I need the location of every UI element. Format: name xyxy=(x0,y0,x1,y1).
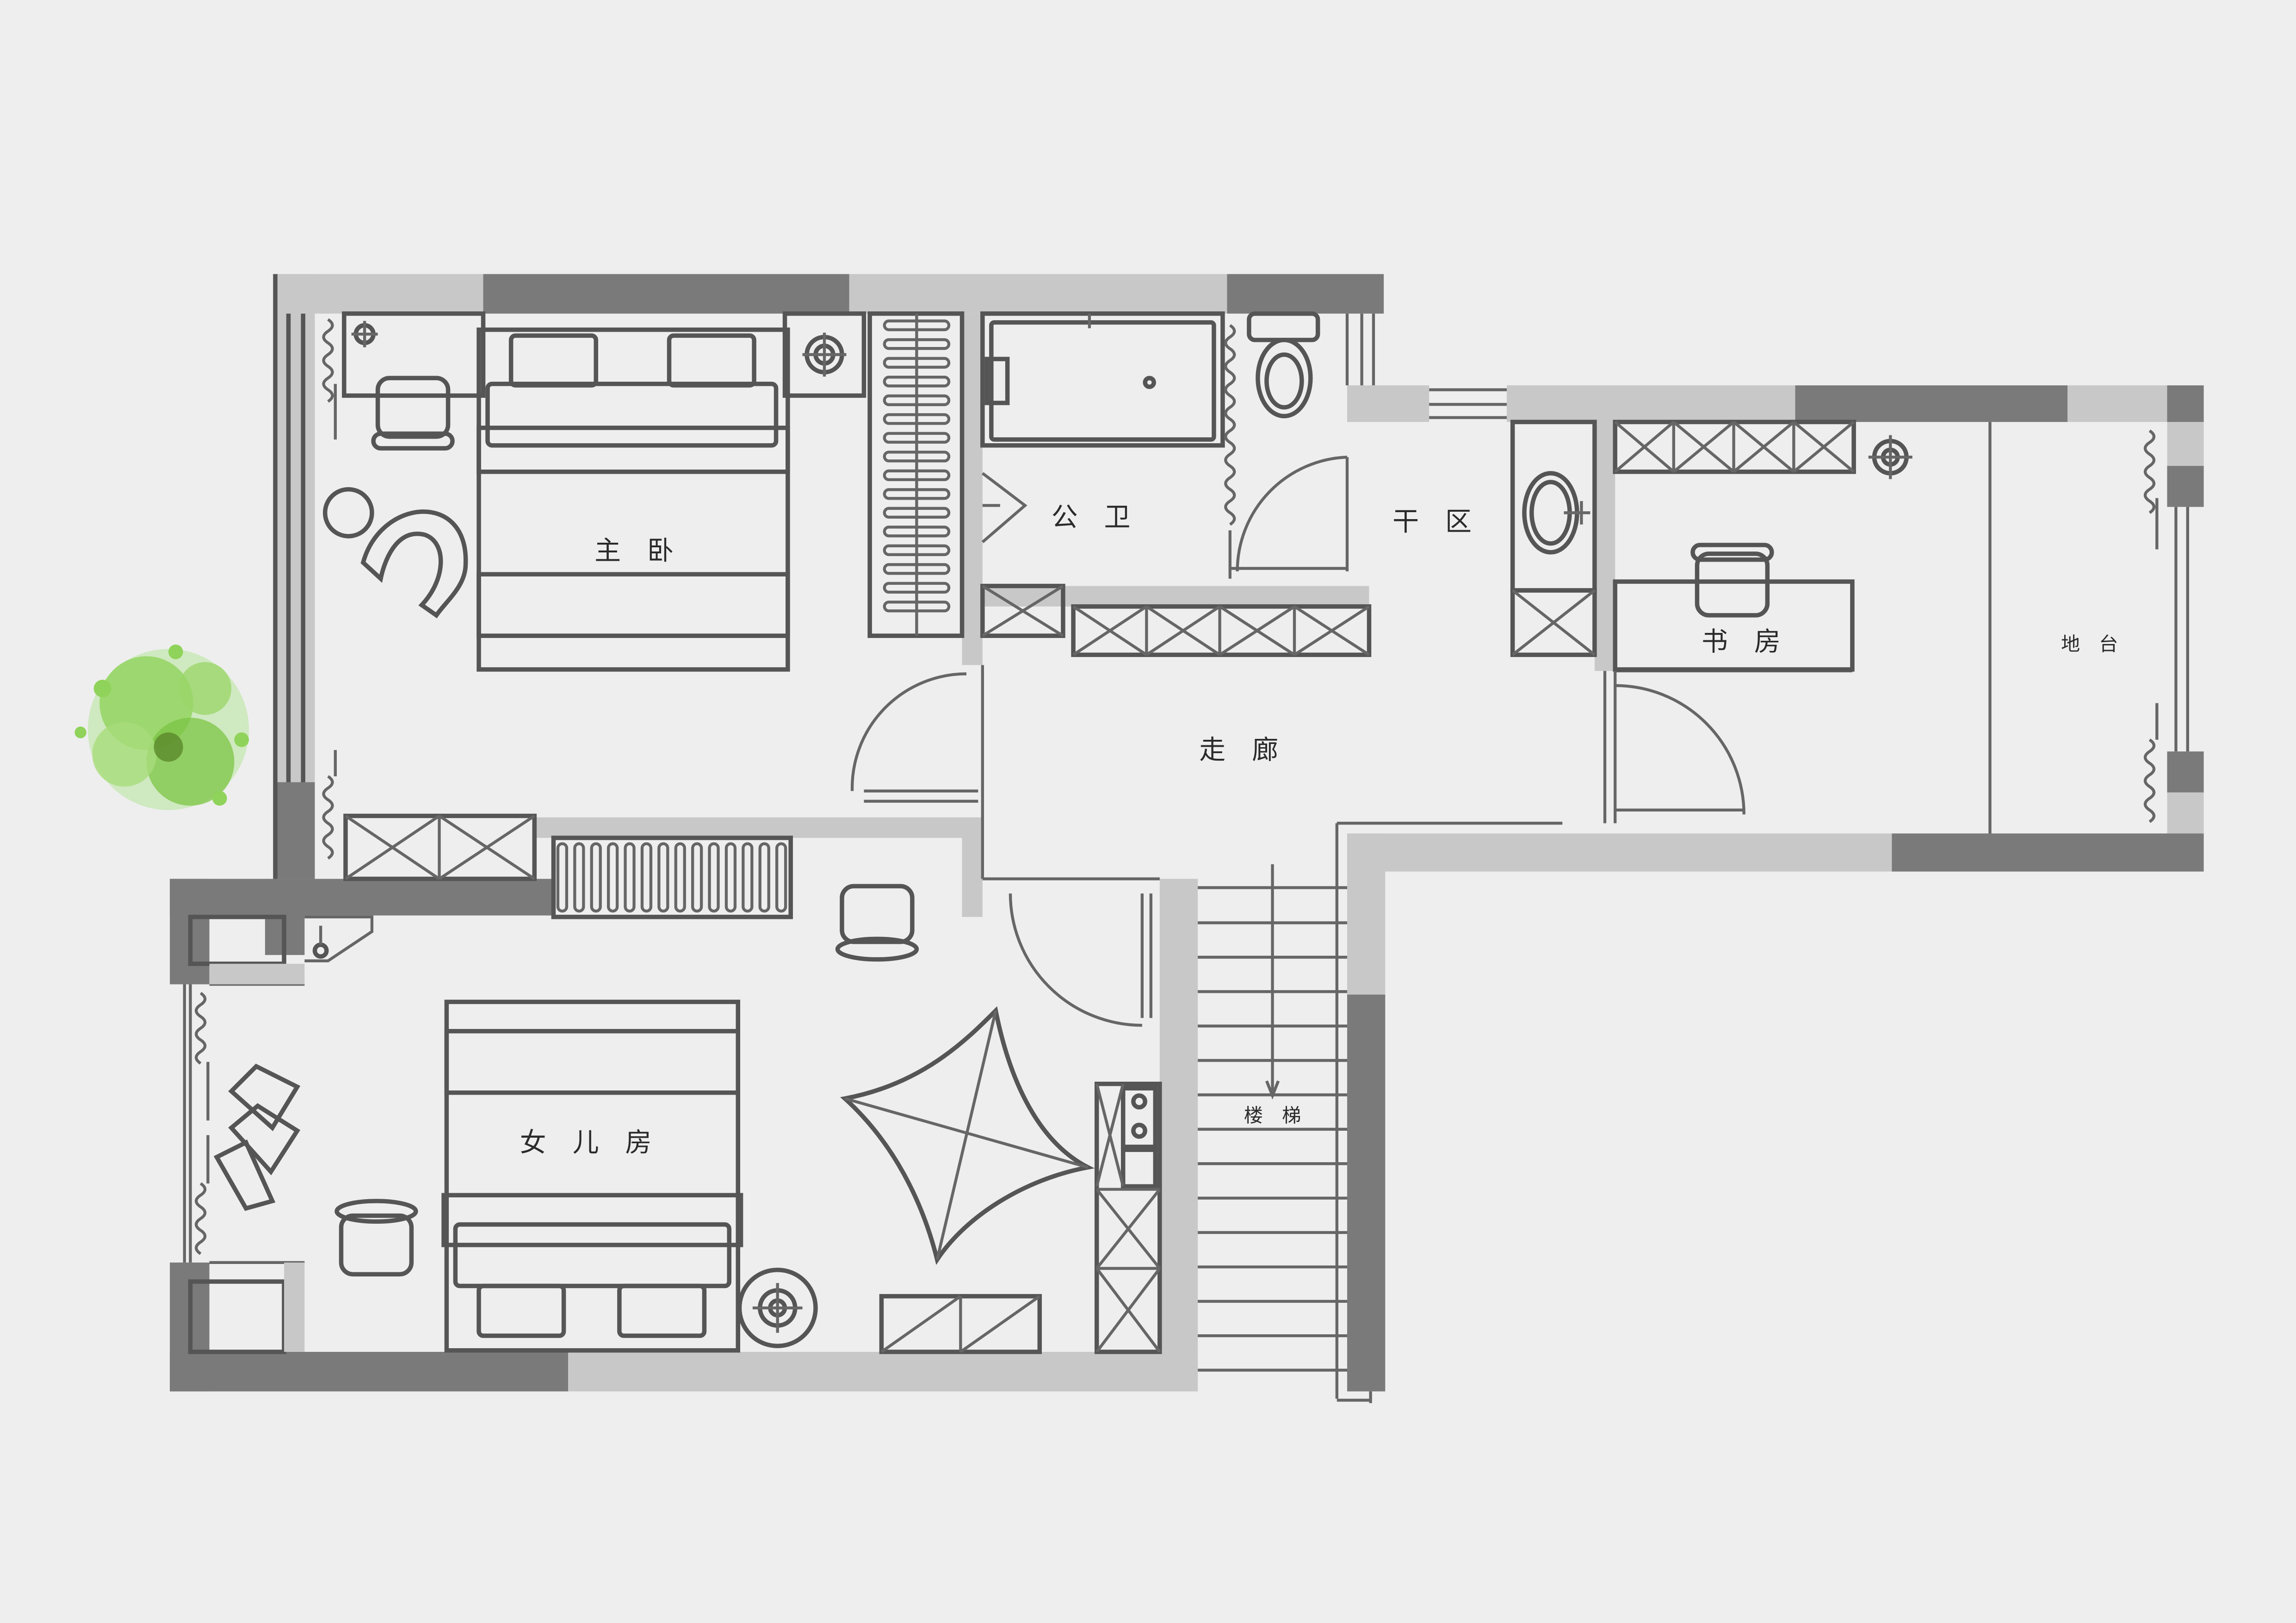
room-label-corridor: 走 廊 xyxy=(1199,735,1278,765)
hanger xyxy=(691,842,703,913)
room-label-balcony: 地 台 xyxy=(2061,633,2118,655)
room-label-daughter-room: 女 儿 房 xyxy=(520,1127,652,1158)
wash-basin-icon xyxy=(1522,471,1590,555)
chair-icon xyxy=(334,884,919,1276)
dry-area: 干 区 xyxy=(1392,420,1597,657)
hanger xyxy=(573,842,585,913)
walls xyxy=(170,274,2204,1392)
hanger xyxy=(883,432,951,444)
hanger xyxy=(640,842,653,913)
daughter-room: 女 儿 房 xyxy=(195,836,1162,1354)
hanger xyxy=(556,842,569,913)
hanger xyxy=(724,842,737,913)
wardrobe-icon xyxy=(980,583,1372,657)
wardrobe-icon xyxy=(1094,1081,1162,1354)
hanger xyxy=(624,842,636,913)
hanger xyxy=(758,842,770,913)
hanger xyxy=(883,544,951,556)
hanger xyxy=(883,338,951,350)
wardrobe-icon xyxy=(343,813,537,881)
hanger xyxy=(883,394,951,406)
lamp-icon xyxy=(737,1267,818,1349)
bed-icon xyxy=(477,327,790,672)
curtain-icon xyxy=(322,318,337,860)
outlines xyxy=(183,274,2189,1403)
hanger xyxy=(883,601,951,613)
master-bedroom: 主 卧 xyxy=(322,311,965,881)
door-swing-icon xyxy=(1236,455,1349,571)
door-swing-icon xyxy=(850,672,978,803)
wardrobe-icon xyxy=(551,836,793,919)
chair-icon xyxy=(1690,543,1774,618)
lamp-icon xyxy=(351,321,847,377)
hanger xyxy=(883,526,951,538)
room-label-public-bath: 公 卫 xyxy=(1052,502,1131,533)
plant-icon xyxy=(74,644,249,810)
hanger xyxy=(883,451,951,463)
hanger xyxy=(883,507,951,519)
curtain-icon xyxy=(195,991,210,1255)
hanger xyxy=(883,357,951,369)
hanger xyxy=(883,376,951,388)
hanger xyxy=(742,842,754,913)
door-swing-icon xyxy=(1603,671,1745,824)
wardrobe-icon xyxy=(867,311,965,638)
public-bathroom: 公 卫 xyxy=(980,311,1372,657)
hanger xyxy=(657,842,669,913)
hanger xyxy=(883,563,951,575)
chair-icon xyxy=(322,376,468,619)
hanger xyxy=(883,488,951,500)
wardrobe-icon xyxy=(1613,420,1856,474)
hanger xyxy=(883,582,951,594)
hanger xyxy=(883,319,951,331)
stair-arrow-icon xyxy=(1265,864,1280,1100)
balcony: 地 台 xyxy=(2061,429,2159,823)
hanger xyxy=(606,842,619,913)
hanger xyxy=(708,842,720,913)
hanger xyxy=(590,842,602,913)
hanger xyxy=(674,842,686,913)
room-label-master-bedroom: 主 卧 xyxy=(594,536,674,566)
hanger xyxy=(775,842,787,913)
hanger xyxy=(883,413,951,425)
room-label-stairs: 楼 梯 xyxy=(1244,1104,1301,1127)
bathtub-icon xyxy=(980,311,1225,448)
room-label-study: 书 房 xyxy=(1702,626,1781,657)
toilet-icon xyxy=(1247,311,1320,419)
study: 书 房 xyxy=(1603,420,1912,824)
curtain-icon xyxy=(2143,429,2159,823)
bed-icon xyxy=(441,999,743,1353)
stairs: 楼 梯 xyxy=(1198,864,1347,1372)
hanger xyxy=(883,469,951,481)
corridor: 走 廊 xyxy=(850,672,1278,1027)
cushion-icon xyxy=(213,1063,301,1211)
lamp-icon xyxy=(1868,435,1912,479)
room-label-dry-area: 干 区 xyxy=(1392,506,1472,537)
door-swing-icon xyxy=(1009,893,1152,1027)
